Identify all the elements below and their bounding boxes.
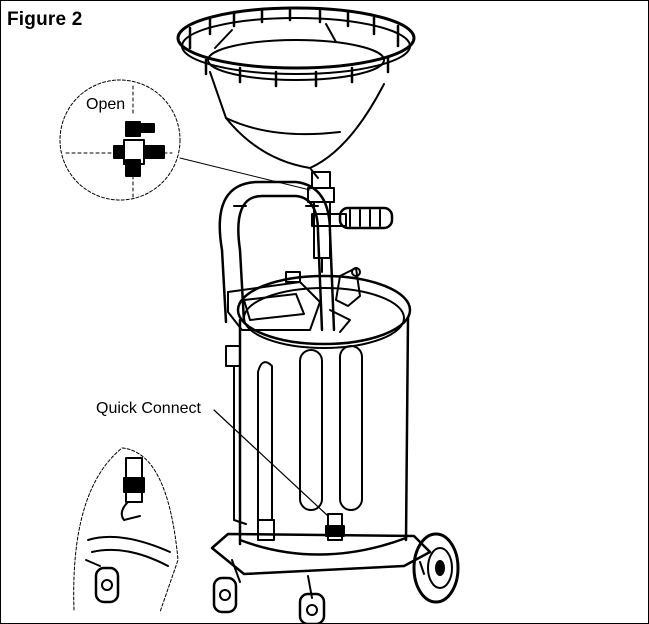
valve-detail-circle xyxy=(59,79,181,201)
cart-handle[interactable] xyxy=(218,180,336,332)
figure-title: Figure 2 xyxy=(7,9,83,30)
caster-wheel-left xyxy=(212,576,238,614)
large-wheel xyxy=(412,532,460,604)
quick-connect-callout-label: Quick Connect xyxy=(96,400,201,417)
cart-base xyxy=(210,532,432,599)
open-valve-icon xyxy=(113,121,165,177)
drain-funnel xyxy=(176,6,416,179)
oil-tank xyxy=(236,267,412,556)
valve-handle[interactable] xyxy=(311,206,394,230)
side-tube xyxy=(225,345,275,541)
open-callout-label: Open xyxy=(86,96,126,113)
quick-connect-detail-inset xyxy=(73,447,179,613)
caster-wheel-center xyxy=(298,592,326,624)
